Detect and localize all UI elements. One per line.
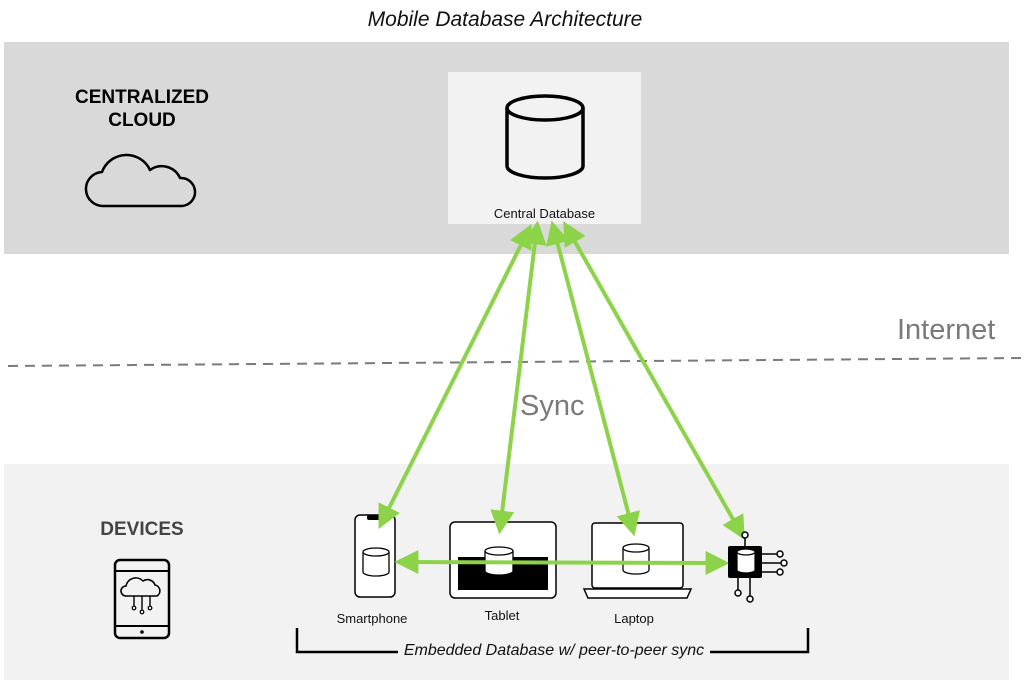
device-label-tablet: Tablet [484, 608, 520, 623]
tablet-cloud-icon [113, 558, 171, 640]
devices-zone-label: DEVICES [100, 519, 184, 540]
device-label-smartphone: Smartphone [336, 611, 408, 626]
cloud-icon [84, 153, 197, 208]
smartphone-database-icon [362, 547, 390, 577]
sync-arrows [378, 220, 745, 575]
central-database-label: Central Database [493, 206, 596, 221]
peer-sync-arrow [394, 550, 730, 575]
diagram-title: Mobile Database Architecture [367, 8, 643, 31]
database-icon [505, 94, 585, 180]
device-label-laptop: Laptop [614, 611, 654, 626]
internet-label: Internet [897, 314, 996, 346]
internet-divider [7, 357, 1024, 367]
iot-chip-icon [728, 531, 788, 603]
sync-arrow-tablet [490, 220, 547, 535]
laptop-database-icon [622, 543, 650, 575]
cloud-zone-label-line1: CENTRALIZED [74, 87, 210, 108]
embedded-database-caption: Embedded Database w/ peer-to-peer sync [300, 642, 808, 660]
cloud-zone-label: CENTRALIZED CLOUD [52, 86, 232, 132]
cloud-zone-label-line2: CLOUD [108, 110, 176, 131]
sync-arrow-iot [563, 221, 745, 540]
embedded-database-caption-text: Embedded Database w/ peer-to-peer sync [397, 642, 711, 659]
